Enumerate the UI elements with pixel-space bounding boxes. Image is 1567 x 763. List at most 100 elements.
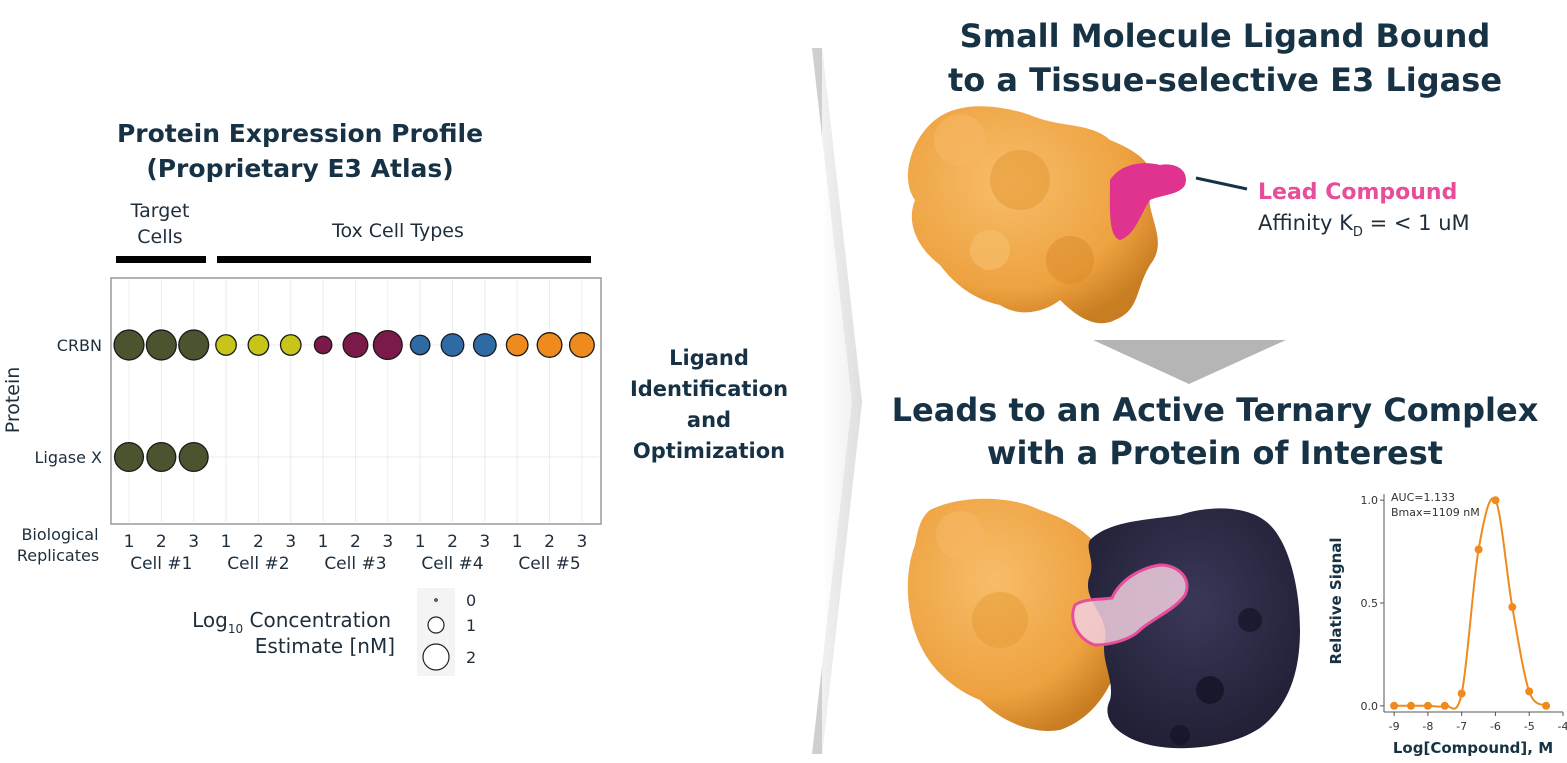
curve-data-point [1542, 701, 1551, 710]
replicate-tick-label: 3 [285, 532, 296, 552]
size-legend-keys: 012 [422, 591, 476, 671]
curve-data-point [1457, 689, 1466, 698]
binding-title-line2: to a Tissue-selective E3 Ligase [948, 61, 1502, 99]
replicate-tick-label: 2 [156, 532, 167, 552]
expression-bubble [472, 333, 497, 357]
curve-y-tick-label: 0.0 [1361, 700, 1379, 713]
poi-surface-pocket [1170, 725, 1190, 745]
tox-cell-types-label: Tox Cell Types [331, 220, 464, 242]
expression-bubble [178, 329, 210, 361]
cell-group-label: Cell #2 [227, 554, 289, 574]
size-legend-label: 0 [466, 591, 476, 610]
lead-compound-pointer [1195, 176, 1248, 191]
curve-x-tick-label: -4 [1558, 720, 1567, 733]
bubble-grid [113, 280, 599, 522]
size-legend-circle [427, 616, 445, 634]
bubble-plot-frame [110, 277, 602, 525]
curve-x-tick-label: -6 [1490, 720, 1501, 733]
curve-data-point [1407, 701, 1415, 710]
step-label-line1: Ligand [669, 346, 749, 370]
down-arrow-triangle [1093, 340, 1286, 384]
step-label: Ligand Identification and Optimization [630, 346, 788, 463]
curve-data-point [1491, 496, 1500, 505]
size-legend-title-line2: Estimate [nM] [255, 634, 395, 658]
binding-title-line1: Small Molecule Ligand Bound [960, 17, 1491, 55]
cell-group-label: Cell #3 [324, 554, 386, 574]
expression-bubble [146, 441, 177, 473]
target-cells-label-line1: Target [130, 200, 190, 222]
expression-bubble [440, 333, 465, 357]
size-legend: Log10 Concentration Estimate [nM] 012 [192, 588, 476, 676]
expression-bubble [409, 334, 431, 356]
replicate-tick-label: 1 [512, 532, 523, 552]
expression-bubble [178, 441, 209, 473]
size-legend-circle [434, 598, 438, 602]
target-cells-label-line2: Cells [137, 226, 182, 248]
replicate-tick-label: 2 [544, 532, 555, 552]
affinity-label: Affinity KD = < 1 uM [1258, 211, 1470, 240]
curve-axes: 0.00.51.0-9-8-7-6-5-4 [1361, 494, 1567, 733]
curve-data-point [1390, 701, 1399, 710]
curve-x-axis-label: Log[Compound], M [1393, 739, 1553, 757]
curve-data-point [1508, 603, 1517, 612]
expression-bubble [279, 334, 302, 356]
lead-compound-ligand [1109, 163, 1186, 240]
ternary-title-line2: with a Protein of Interest [987, 434, 1443, 472]
curve-annotation-bmax: Bmax=1109 nM [1391, 506, 1480, 519]
workflow-arrow [812, 48, 862, 754]
size-legend-title-line1: Log10 Concentration [192, 608, 391, 636]
tox-cells-bracket [217, 256, 591, 263]
poi-surface-pocket [1238, 608, 1262, 632]
e3-surface-bump [990, 150, 1050, 210]
e3-ligase-structure-image [907, 106, 1186, 324]
expression-bubble [145, 329, 177, 361]
expression-bubble [313, 335, 333, 355]
expression-bubble [536, 332, 563, 358]
curve-x-tick-label: -5 [1524, 720, 1535, 733]
replicate-tick-label: 1 [415, 532, 426, 552]
replicate-tick-label: 1 [124, 532, 135, 552]
replicate-tick-label: 2 [350, 532, 361, 552]
cell-group-label: Cell #4 [421, 554, 483, 574]
curve-y-axis-label: Relative Signal [1327, 537, 1345, 664]
bound-ligand-highlight [1071, 563, 1189, 647]
curve-fit-line [1394, 497, 1547, 710]
size-legend-label: 1 [466, 616, 476, 635]
expression-bubble [247, 334, 270, 356]
curve-x-tick-label: -8 [1422, 720, 1433, 733]
curve-y-tick-label: 0.5 [1361, 597, 1379, 610]
replicate-tick-label: 2 [253, 532, 264, 552]
expression-bubble [505, 333, 529, 357]
step-label-line3: and [687, 408, 731, 432]
curve-data-point [1440, 701, 1449, 710]
expression-bubble [568, 332, 595, 358]
biological-replicates-line1: Biological [21, 525, 98, 544]
step-label-line2: Identification [630, 377, 788, 401]
expression-bubble [342, 332, 369, 358]
expression-bubble [372, 329, 403, 361]
biological-replicates-line2: Replicates [17, 546, 99, 565]
protein-label: CRBN [57, 336, 102, 355]
protein-of-interest-surface [1087, 508, 1300, 749]
expression-title-line2: (Proprietary E3 Atlas) [146, 154, 453, 183]
e3-surface-bump [934, 114, 986, 166]
curve-data-point [1423, 701, 1432, 710]
binding-curve-chart: 0.00.51.0-9-8-7-6-5-4 Relative Signal Lo… [1327, 491, 1567, 757]
replicate-tick-label: 1 [318, 532, 329, 552]
lead-compound-label: Lead Compound [1258, 180, 1457, 205]
target-cells-bracket [116, 256, 206, 263]
e3-surface-bump [972, 592, 1028, 648]
step-label-line4: Optimization [633, 439, 785, 463]
chevron-arrow-fill [822, 48, 862, 754]
replicate-tick-label: 3 [576, 532, 587, 552]
poi-surface-pocket [1196, 676, 1224, 704]
cell-group-label: Cell #1 [130, 554, 192, 574]
protein-axis-label: Protein [2, 367, 24, 434]
curve-x-tick-label: -9 [1389, 720, 1400, 733]
ternary-complex-structure-image [907, 498, 1300, 749]
e3-surface-bump [936, 511, 984, 559]
expression-bubble [113, 329, 145, 361]
